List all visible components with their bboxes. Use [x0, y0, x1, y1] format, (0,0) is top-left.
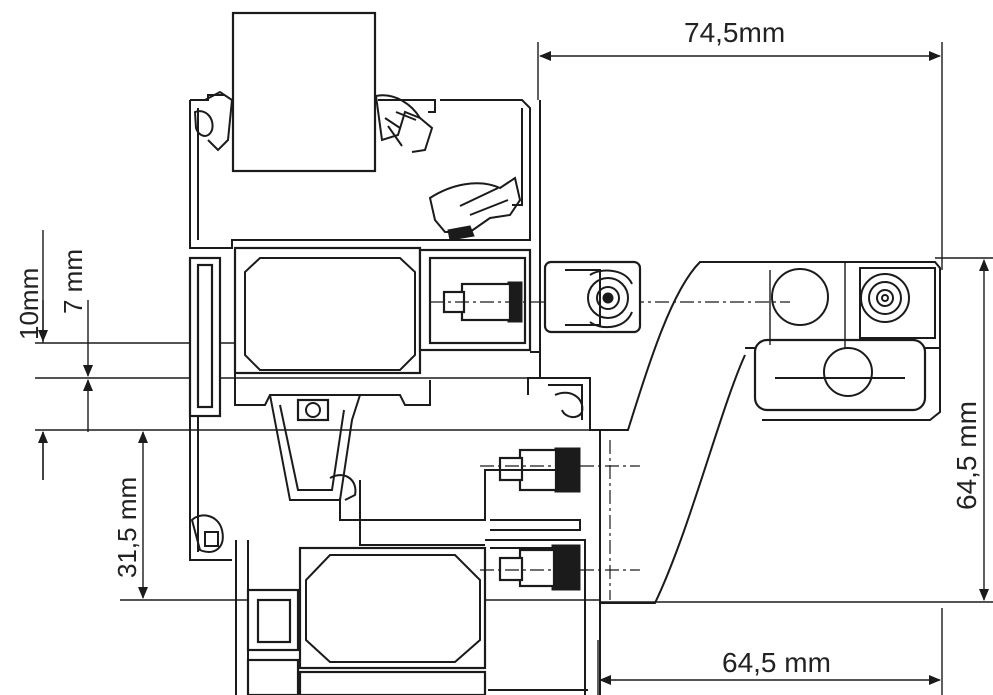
- top-cover-block: [231, 11, 377, 173]
- dimension-top-width: 74,5mm: [537, 17, 943, 270]
- dimension-label-top-width: 74,5mm: [684, 17, 785, 48]
- dimension-bottom-width: 64,5 mm: [597, 608, 943, 695]
- dimension-label-7mm: 7 mm: [58, 249, 88, 314]
- lower-frame-profile: [235, 474, 588, 695]
- hinge-roller: [543, 260, 642, 334]
- frame-upper-profile: [189, 90, 541, 353]
- hinge-assembly: [600, 261, 941, 604]
- dimension-label-10mm: 10mm: [14, 268, 44, 340]
- dimension-label-bottom-width: 64,5 mm: [722, 647, 831, 678]
- frame-lower-left: [189, 416, 232, 561]
- dimension-left-10mm: 10mm: [14, 230, 48, 480]
- dimension-right-height: 64,5 mm: [600, 257, 993, 603]
- sash-profile: [188, 246, 541, 501]
- dimension-left-7mm: 7 mm: [58, 249, 93, 432]
- dimension-left-31mm: 31,5 mm: [112, 431, 148, 599]
- dimension-label-31mm: 31,5 mm: [112, 477, 142, 578]
- mid-sash-inner: [339, 377, 601, 695]
- dimension-label-right-height: 64,5 mm: [951, 401, 982, 510]
